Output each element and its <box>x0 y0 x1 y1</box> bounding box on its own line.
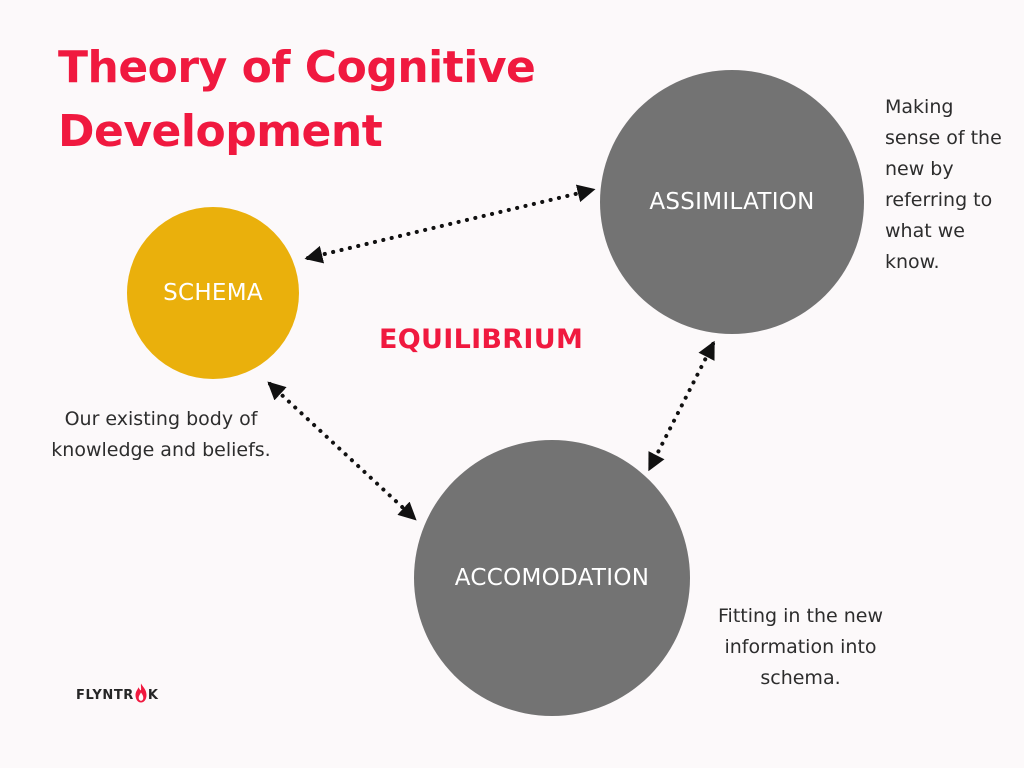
accomodation-description-line: information into <box>724 636 877 658</box>
brand-suffix: K <box>147 687 159 703</box>
schema-description-line: Our existing body of <box>64 408 258 430</box>
schema-label: SCHEMA <box>163 280 263 306</box>
assimilation-description-line: what we <box>885 220 965 242</box>
assimilation-description-line: new by <box>885 158 954 180</box>
title-line-1: Theory of Cognitive <box>58 42 536 93</box>
assimilation-node: ASSIMILATION <box>600 70 864 334</box>
brand-logo: FLYNTR K <box>76 683 159 707</box>
equilibrium-label: EQUILIBRIUM <box>379 324 584 355</box>
schema-description-line: knowledge and beliefs. <box>51 439 271 461</box>
flame-icon <box>135 683 147 707</box>
accomodation-description-line: schema. <box>760 667 841 689</box>
accomodation-node: ACCOMODATION <box>414 440 690 716</box>
accomodation-description: Fitting in the new information into sche… <box>708 601 893 694</box>
accomodation-label: ACCOMODATION <box>454 565 650 591</box>
assimilation-description: Making sense of the new by referring to … <box>885 92 1020 278</box>
accomodation-description-line: Fitting in the new <box>718 605 883 627</box>
assimilation-description-line: Making <box>885 96 954 118</box>
assimilation-description-line: sense of the <box>885 127 1002 149</box>
connector-schema-assimilation <box>304 184 596 264</box>
page-title: Theory of Cognitive Development <box>58 36 618 164</box>
assimilation-description-line: know. <box>885 251 940 273</box>
title-line-2: Development <box>58 106 383 157</box>
assimilation-label: ASSIMILATION <box>649 189 815 215</box>
schema-node: SCHEMA <box>127 207 299 379</box>
connector-assimilation-accomodation <box>648 340 715 472</box>
brand-prefix: FLYNTR <box>76 687 134 703</box>
connector-schema-accomodation <box>267 381 417 521</box>
schema-description: Our existing body of knowledge and belie… <box>36 404 286 466</box>
assimilation-description-line: referring to <box>885 189 993 211</box>
